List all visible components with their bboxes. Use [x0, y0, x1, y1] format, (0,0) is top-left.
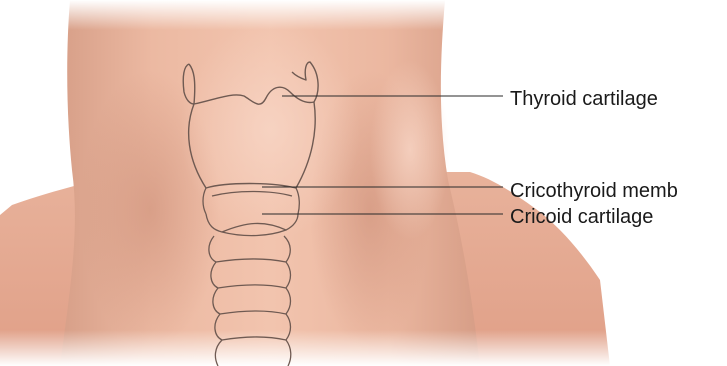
- neck-highlight: [180, 20, 360, 240]
- cricoid-cartilage-label: Cricoid cartilage: [510, 207, 653, 227]
- side-highlight: [370, 60, 450, 240]
- thyroid-cartilage-label: Thyroid cartilage: [510, 89, 658, 109]
- cricothyroid-membrane-label: Cricothyroid memb: [510, 181, 678, 201]
